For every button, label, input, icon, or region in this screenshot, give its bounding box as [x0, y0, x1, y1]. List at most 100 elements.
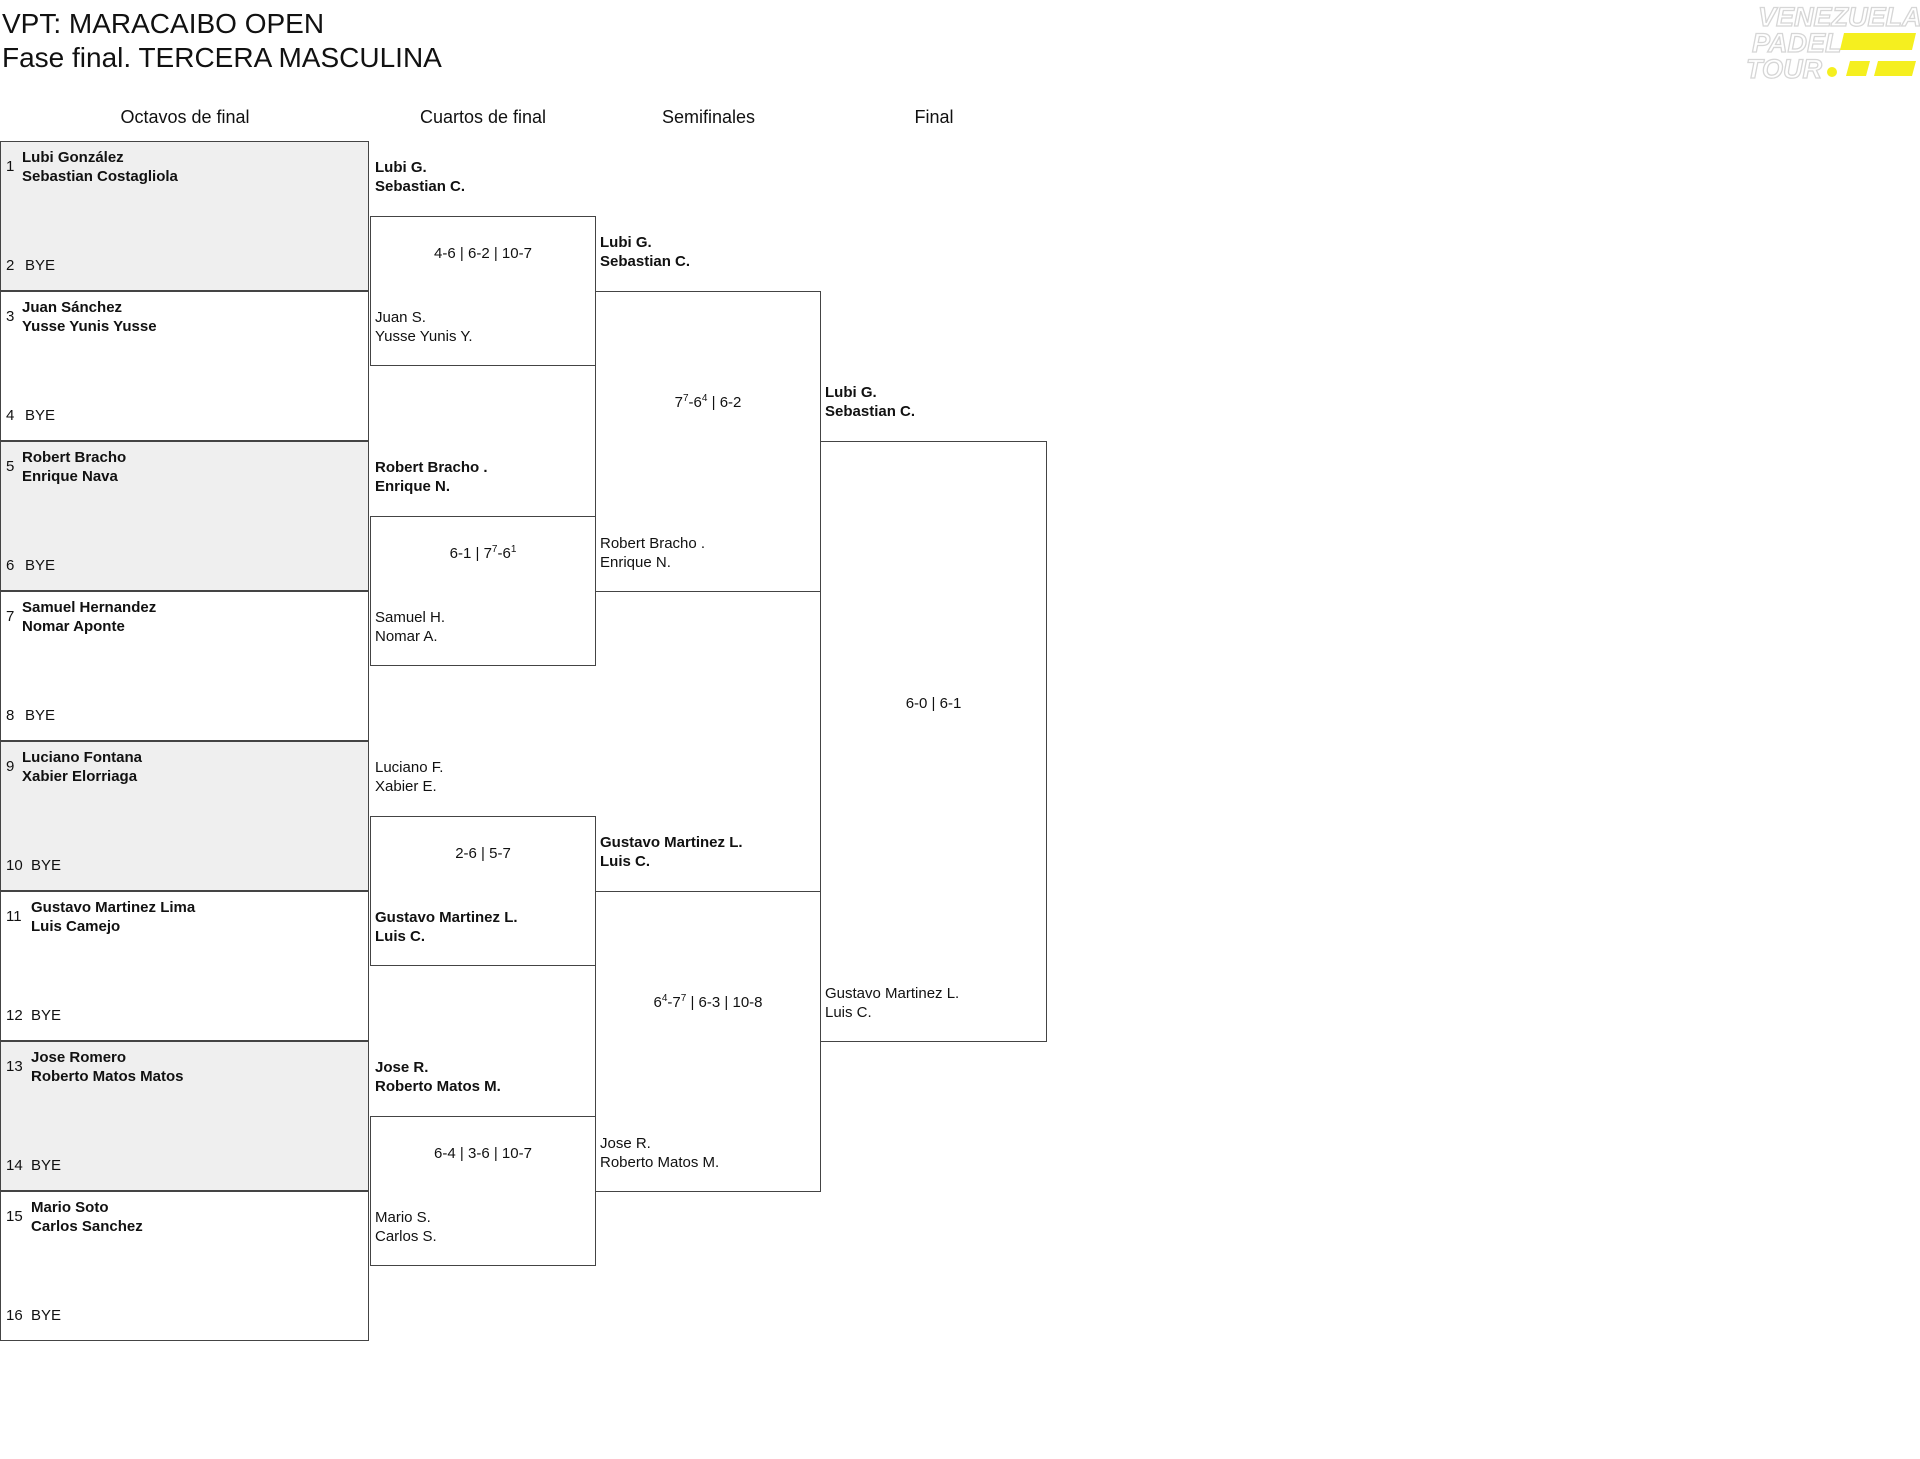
team-player: Carlos S. — [375, 1228, 437, 1245]
player-name: Roberto Matos Matos — [31, 1068, 184, 1085]
seed-number: 14 — [6, 1157, 23, 1174]
round-label: Semifinales — [661, 107, 756, 127]
player-name: Xabier Elorriaga — [22, 768, 138, 785]
player-name: Sebastian Costagliola — [22, 168, 178, 185]
seed-number: 15 — [6, 1208, 23, 1225]
semifinal-score: 64-77 | 6-3 | 10-8 — [653, 993, 763, 1012]
player-name: Lubi González — [22, 149, 124, 166]
team-player: Gustavo Martinez L. — [825, 985, 960, 1002]
seed-number: 9 — [6, 758, 15, 775]
page-title: VPT: MARACAIBO OPEN — [2, 8, 325, 39]
player-name: Juan Sánchez — [22, 299, 123, 316]
seed-number: 11 — [6, 908, 22, 925]
quarterfinal-score: 6-4 | 3-6 | 10-7 — [434, 1145, 532, 1162]
player-name: Samuel Hernandez — [22, 599, 157, 616]
seed-number: 5 — [6, 458, 15, 475]
venezuela-padel-tour-logo: VENEZUELA PADEL TOUR — [1745, 1, 1920, 82]
bye-label: BYE — [25, 557, 56, 574]
bye-label: BYE — [31, 1007, 62, 1024]
semifinal-box — [595, 891, 821, 1192]
team-player: Lubi G. — [375, 159, 427, 176]
team-player: Enrique N. — [600, 554, 671, 571]
team-player: Lubi G. — [600, 234, 652, 251]
team-player: Enrique N. — [375, 478, 451, 495]
team-player: Robert Bracho . — [600, 535, 706, 552]
player-name: Mario Soto — [31, 1199, 109, 1216]
player-name: Luis Camejo — [31, 918, 121, 935]
seed-number: 12 — [6, 1007, 23, 1024]
seed-number: 7 — [6, 608, 15, 625]
seed-number: 10 — [6, 857, 23, 874]
seed-number: 6 — [6, 557, 15, 574]
bye-label: BYE — [31, 1307, 62, 1324]
round-label: Final — [914, 107, 954, 127]
semifinal-score: 77-64 | 6-2 — [674, 393, 742, 412]
quarterfinal-box — [370, 1116, 596, 1266]
bye-label: BYE — [25, 257, 56, 274]
bye-label: BYE — [25, 407, 56, 424]
logo-word-tour: TOUR — [1746, 54, 1823, 82]
team-player: Sebastian C. — [825, 403, 916, 420]
final-box — [820, 441, 1047, 1042]
seed-number: 8 — [6, 707, 15, 724]
quarterfinal-score: 6-1 | 77-61 — [449, 544, 517, 563]
team-player: Roberto Matos M. — [600, 1154, 720, 1171]
quarterfinal-box — [370, 216, 596, 366]
logo-word-padel: PADEL — [1752, 28, 1842, 58]
seed-number: 16 — [6, 1307, 23, 1324]
final-score: 6-0 | 6-1 — [905, 695, 962, 712]
team-player: Xabier E. — [375, 778, 437, 795]
logo-accent-bars — [1827, 33, 1916, 77]
team-player: Lubi G. — [825, 384, 877, 401]
team-player: Yusse Yunis Y. — [375, 328, 473, 345]
player-name: Jose Romero — [31, 1049, 127, 1066]
seed-number: 13 — [6, 1058, 23, 1075]
bye-label: BYE — [31, 1157, 62, 1174]
team-player: Sebastian C. — [600, 253, 691, 270]
team-player: Juan S. — [375, 309, 426, 326]
round-label: Octavos de final — [120, 107, 250, 127]
team-player: Jose R. — [375, 1059, 429, 1076]
quarterfinal-score: 4-6 | 6-2 | 10-7 — [434, 245, 532, 262]
player-name: Robert Bracho — [22, 449, 127, 466]
bye-label: BYE — [25, 707, 56, 724]
team-player: Robert Bracho . — [375, 459, 488, 476]
player-name: Gustavo Martinez Lima — [31, 899, 196, 916]
bye-label: BYE — [31, 857, 62, 874]
quarterfinal-box — [370, 516, 596, 666]
player-name: Nomar Aponte — [22, 618, 125, 635]
team-player: Nomar A. — [375, 628, 438, 645]
player-name: Enrique Nava — [22, 468, 118, 485]
round-label: Cuartos de final — [419, 107, 547, 127]
team-player: Samuel H. — [375, 609, 446, 626]
team-player: Jose R. — [600, 1135, 651, 1152]
team-player: Gustavo Martinez L. — [600, 834, 743, 851]
team-player: Luciano F. — [375, 759, 444, 776]
quarterfinal-score: 2-6 | 5-7 — [455, 845, 511, 862]
page-subtitle: Fase final. TERCERA MASCULINA — [2, 42, 442, 73]
player-name: Luciano Fontana — [22, 749, 142, 766]
team-player: Luis C. — [375, 928, 426, 945]
team-player: Sebastian C. — [375, 178, 466, 195]
player-name: Yusse Yunis Yusse — [22, 318, 157, 335]
seed-number: 1 — [6, 158, 15, 175]
seed-number: 3 — [6, 308, 15, 325]
team-player: Luis C. — [600, 853, 651, 870]
seed-number: 2 — [6, 257, 15, 274]
team-player: Mario S. — [375, 1209, 431, 1226]
team-player: Roberto Matos M. — [375, 1078, 501, 1095]
seed-number: 4 — [6, 407, 15, 424]
logo-word-venezuela: VENEZUELA — [1758, 2, 1920, 32]
player-name: Carlos Sanchez — [31, 1218, 143, 1235]
team-player: Luis C. — [825, 1004, 872, 1021]
team-player: Gustavo Martinez L. — [375, 909, 518, 926]
semifinal-box — [595, 291, 821, 592]
